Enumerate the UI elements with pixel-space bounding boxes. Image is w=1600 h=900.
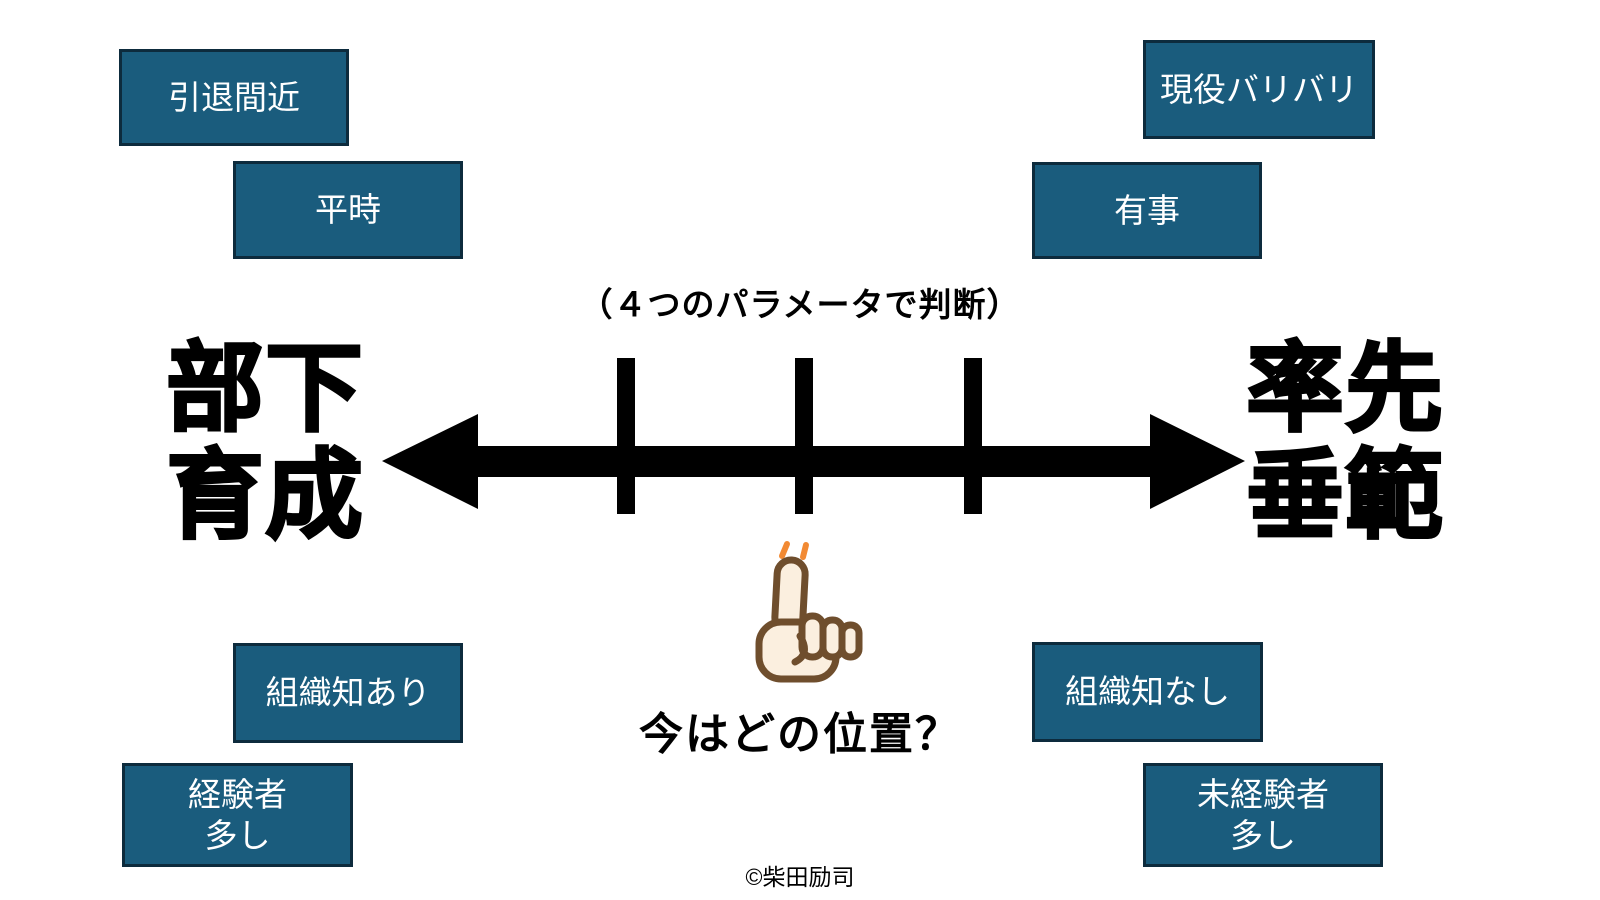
tick-mark (795, 358, 813, 514)
current-position-question: 今はどの位置？ (639, 710, 961, 759)
box-org-knowledge-absent: 組織知なし (1032, 642, 1263, 742)
double-arrow-shape (382, 414, 1245, 509)
parameters-caption: （４つのパラメータで判断） (579, 286, 1021, 323)
spark-icon (779, 541, 790, 559)
copyright-text: ©柴田励司 (745, 864, 855, 890)
box-many-experienced: 経験者 多し (122, 763, 353, 867)
box-normal-times: 平時 (233, 161, 463, 259)
curled-finger (838, 621, 863, 661)
box-near-retirement: 引退間近 (119, 49, 349, 146)
box-emergency: 有事 (1032, 162, 1262, 259)
axis-label-right: 率先 垂範 (1245, 334, 1445, 551)
pointing-finger-icon (755, 541, 863, 683)
axis-label-left: 部下 育成 (165, 334, 365, 551)
box-active-duty: 現役バリバリ (1143, 40, 1375, 139)
tick-mark (964, 358, 982, 514)
box-many-inexperienced: 未経験者 多し (1143, 763, 1383, 867)
tick-mark (617, 358, 635, 514)
spark-icon (800, 542, 809, 560)
thumb-curl (791, 632, 808, 666)
box-org-knowledge-present: 組織知あり (233, 643, 463, 743)
